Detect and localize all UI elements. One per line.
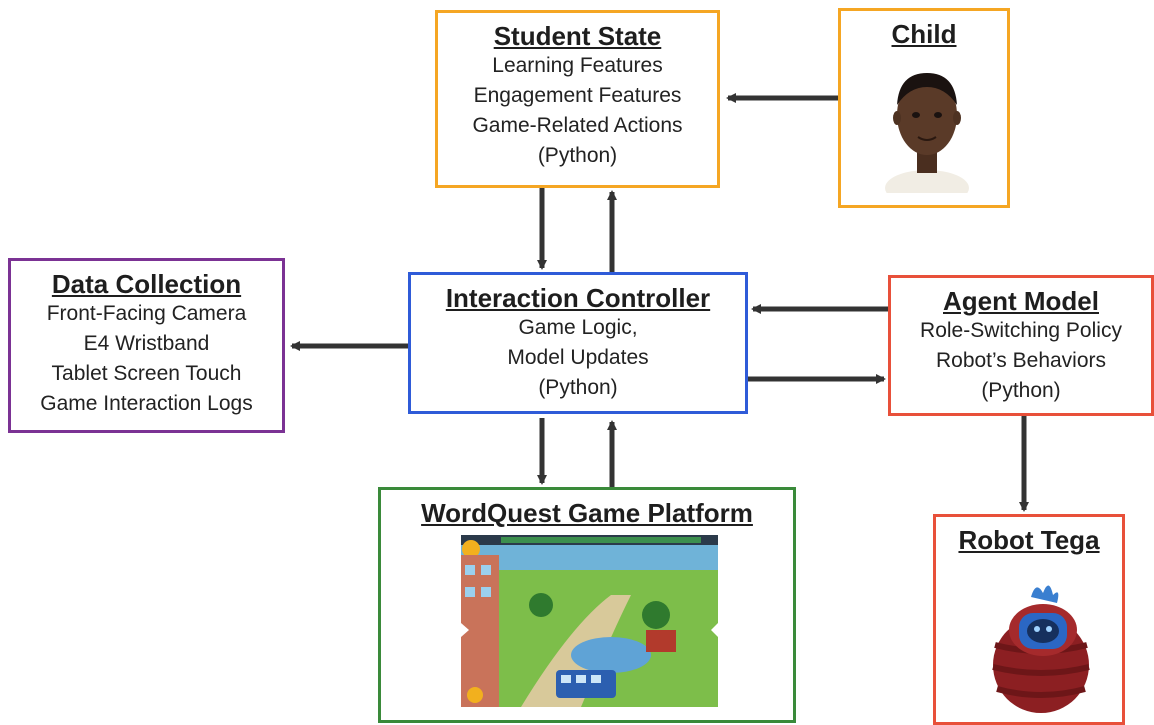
agent-model-line: Role-Switching Policy bbox=[920, 319, 1122, 342]
game-screenshot-icon bbox=[461, 535, 718, 707]
agent-model-title: Agent Model bbox=[943, 286, 1099, 316]
student-state-box: Student State Learning Features Engageme… bbox=[435, 10, 720, 188]
student-state-title: Student State bbox=[493, 21, 662, 51]
data-collection-line: Tablet Screen Touch bbox=[51, 362, 242, 385]
interaction-controller-line: Game Logic, bbox=[518, 316, 638, 339]
interaction-controller-title: Interaction Controller bbox=[445, 283, 711, 313]
agent-model-line: Robot’s Behaviors bbox=[935, 349, 1107, 372]
interaction-controller-line: Model Updates bbox=[507, 346, 649, 369]
interaction-controller-line: (Python) bbox=[538, 376, 618, 399]
student-state-line: Engagement Features bbox=[473, 84, 682, 107]
data-collection-line: E4 Wristband bbox=[83, 332, 210, 355]
wordquest-box: WordQuest Game Platform bbox=[378, 487, 796, 723]
robot-tega-title: Robot Tega bbox=[958, 525, 1100, 555]
student-state-line: Learning Features bbox=[492, 54, 663, 77]
interaction-controller-box: Interaction Controller Game Logic, Model… bbox=[408, 272, 748, 414]
wordquest-title: WordQuest Game Platform bbox=[421, 498, 753, 528]
student-state-line: (Python) bbox=[537, 144, 618, 167]
agent-model-box: Agent Model Role-Switching Policy Robot’… bbox=[888, 275, 1154, 416]
child-title: Child bbox=[891, 19, 957, 49]
child-box: Child bbox=[838, 8, 1010, 208]
student-state-line: Game-Related Actions bbox=[472, 114, 683, 137]
child-photo-icon bbox=[885, 73, 969, 193]
data-collection-box: Data Collection Front-Facing Camera E4 W… bbox=[8, 258, 285, 433]
data-collection-line: Front-Facing Camera bbox=[46, 302, 247, 325]
agent-model-line: (Python) bbox=[981, 379, 1061, 402]
robot-photo-icon bbox=[992, 585, 1090, 713]
robot-tega-box: Robot Tega bbox=[933, 514, 1125, 725]
data-collection-title: Data Collection bbox=[51, 269, 242, 299]
data-collection-line: Game Interaction Logs bbox=[40, 392, 253, 415]
